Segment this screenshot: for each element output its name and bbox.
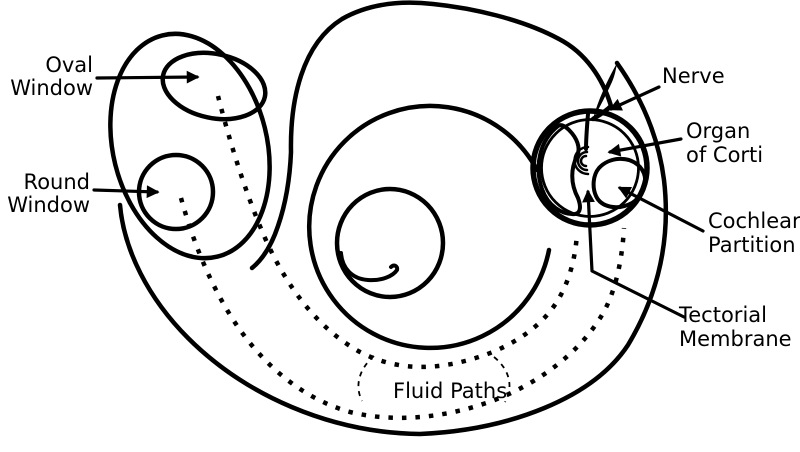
vestibule-lobe-outline	[108, 31, 272, 261]
scala-left-chamber	[536, 123, 582, 217]
fluid-paths-right-bracket	[493, 356, 511, 403]
cross-section-membrane	[584, 112, 590, 151]
round-window-label-line2: Window	[7, 193, 90, 217]
round-window-arrow	[92, 185, 160, 199]
nerve-label: Nerve	[662, 64, 725, 88]
oval-window-label-line2: Window	[10, 76, 93, 100]
shell-top-outline	[249, 0, 614, 271]
spiral-inner-tail	[339, 251, 400, 283]
fluid-paths-left-bracket	[357, 355, 375, 402]
fluid-path-upper-dashed	[215, 95, 580, 370]
organ-of-corti-label-line2: of Corti	[686, 143, 763, 167]
nerve-arrow	[608, 85, 661, 111]
fluid-paths-label: Fluid Paths	[393, 379, 507, 403]
tectorial-membrane-leader	[582, 189, 686, 319]
cochlear-partition-label-line2: Partition	[708, 233, 796, 257]
tectorial-membrane-label-line2: Membrane	[679, 327, 792, 351]
organ-of-corti-label-line1: Organ	[686, 119, 750, 143]
cochlear-partition-arrow	[617, 186, 705, 233]
spiral-turn-1	[306, 103, 552, 351]
oval-window-arrow	[95, 70, 200, 84]
cochlear-partition-label-line1: Cochlear	[708, 209, 800, 233]
oval-window-label-line1: Oval	[45, 53, 93, 77]
scala-right-chamber	[591, 156, 648, 210]
label-layer: Oval Window Round Window Nerve Organ of …	[7, 53, 800, 403]
oval-window-shape	[160, 50, 268, 122]
organ-of-corti-arrow	[607, 137, 683, 157]
organ-of-corti-glyph	[573, 145, 590, 176]
round-window-label-line1: Round	[24, 170, 90, 194]
shell-outer-sweep	[117, 60, 669, 437]
nerve-junction-wedge	[593, 63, 617, 119]
tectorial-membrane-label-line1: Tectorial	[678, 303, 767, 327]
spiral-turn-2	[334, 186, 446, 300]
